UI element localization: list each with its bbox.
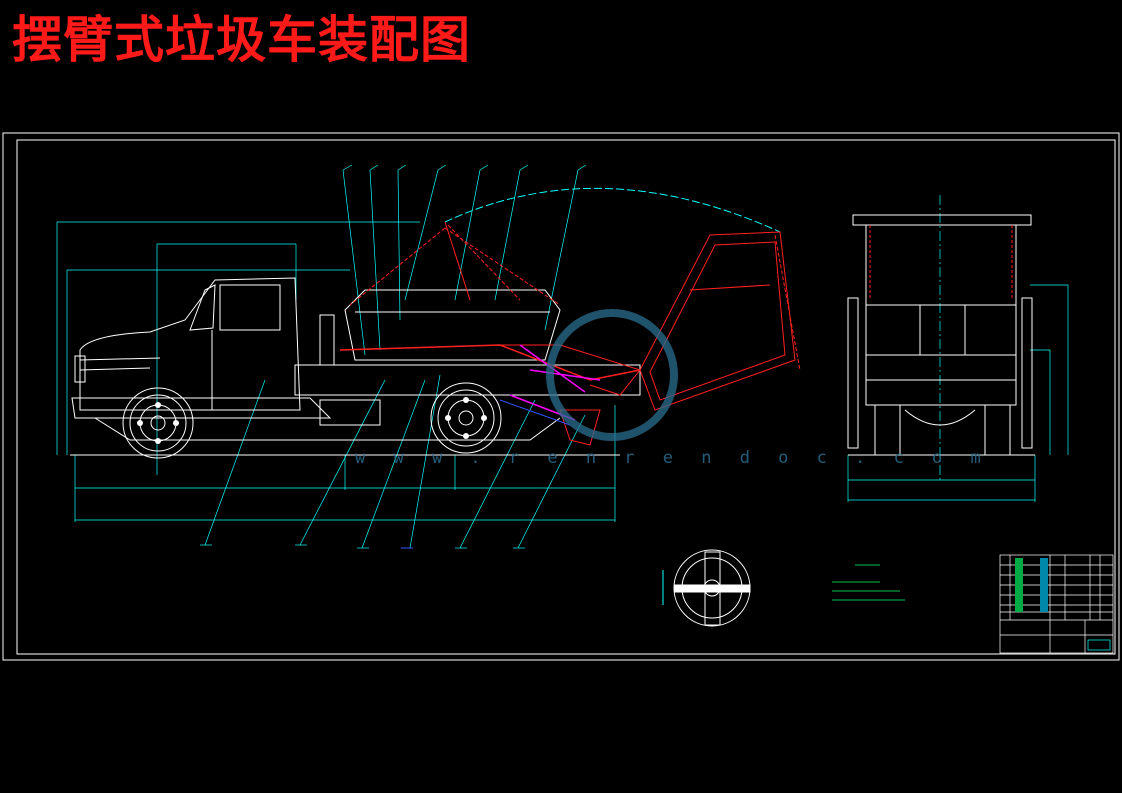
technical-notes [832, 564, 905, 601]
truck-rear-view-icon [847, 195, 1069, 502]
drawing-title: 摆臂式垃圾车装配图 [12, 10, 471, 69]
hub-section-icon [662, 549, 751, 627]
watermark-logo [546, 309, 678, 441]
watermark-text: w w w . r e n r e n d o c . c o m [355, 448, 990, 468]
truck-side-view-icon [56, 164, 801, 549]
title-block-icon [999, 554, 1114, 654]
outer-frame [2, 132, 1120, 661]
inner-frame [16, 139, 1116, 655]
